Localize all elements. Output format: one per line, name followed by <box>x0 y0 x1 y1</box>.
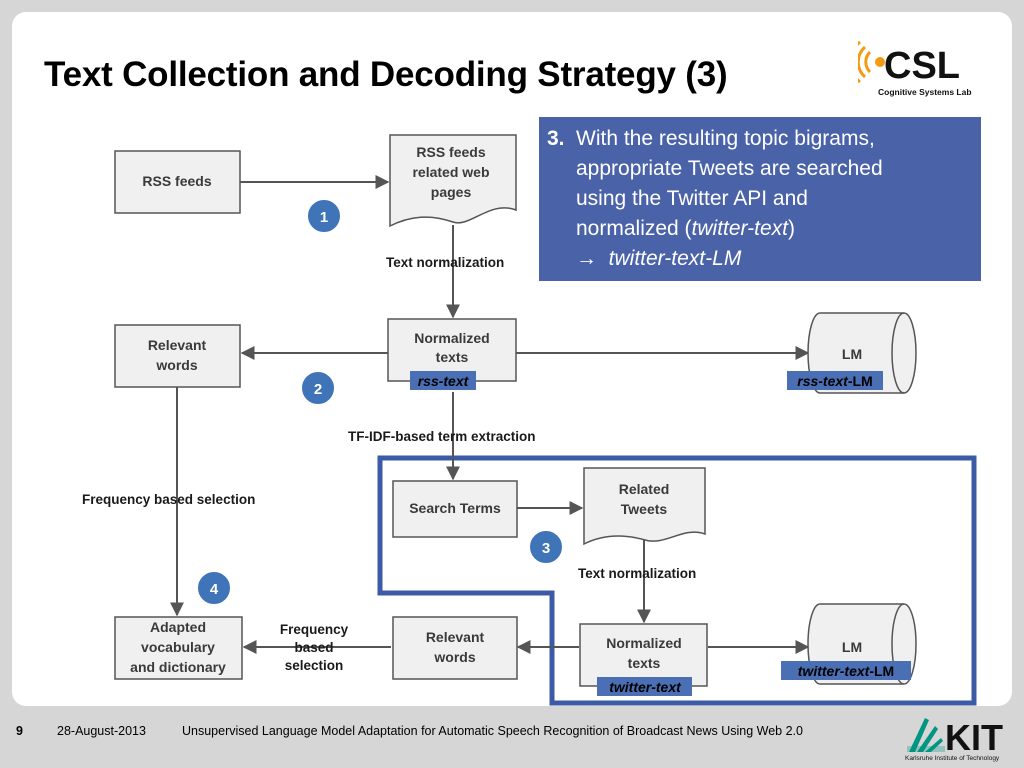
callout-number: 3. <box>547 127 565 150</box>
box-normalized-texts-2-line2: texts <box>628 655 661 671</box>
csl-logo-mark: CSL <box>849 40 960 87</box>
footer-title: Unsupervised Language Model Adaptation f… <box>182 724 803 738</box>
box-normalized-texts-2: Normalized texts <box>579 623 708 687</box>
box-normalized-texts-1-line2: texts <box>436 349 469 365</box>
box-normalized-texts-1-line1: Normalized <box>414 330 489 346</box>
right-arrow-icon: → <box>576 247 597 270</box>
box-search-terms: Search Terms <box>392 480 518 538</box>
box-relevant-words-2-line2: words <box>433 649 475 665</box>
label-tfidf-extraction: TF-IDF-based term extraction <box>348 429 536 444</box>
box-relevant-words-2-line1: Relevant <box>426 629 485 645</box>
kit-logo-mark: KIT <box>907 717 1003 758</box>
callout-line-4-prefix: normalized ( <box>576 217 692 240</box>
box-rss-pages-line3: pages <box>431 184 472 200</box>
box-search-terms-label: Search Terms <box>409 500 501 516</box>
step-marker-1: 1 <box>306 198 342 234</box>
callout-body: With the resulting topic bigrams, approp… <box>576 124 971 274</box>
callout-line-1: With the resulting topic bigrams, <box>576 127 875 150</box>
twitter-region-border <box>377 455 977 706</box>
tag-rss-text-lm-label: rss-text-LM <box>797 373 872 389</box>
callout-line-2: appropriate Tweets are searched <box>576 157 883 180</box>
step-marker-3: 3 <box>528 529 564 565</box>
box-adapted-vocabulary: Adapted vocabulary and dictionary <box>114 616 243 680</box>
tag-twitter-text-label: twitter-text <box>609 679 682 695</box>
csl-logo-text: CSL <box>884 45 960 87</box>
step-marker-4: 4 <box>196 570 232 606</box>
csl-logo: CSL Cognitive Systems Lab <box>849 38 998 102</box>
box-rss-feeds-label: RSS feeds <box>142 173 211 189</box>
tag-rss-text: rss-text <box>410 371 476 390</box>
callout-line-5-italic: twitter-text-LM <box>608 247 742 270</box>
kit-logo-text: KIT <box>945 717 1003 756</box>
callout-line-4: normalized (twitter-text) <box>576 214 971 244</box>
step-marker-4-label: 4 <box>210 581 219 598</box>
label-frequency-line3: selection <box>285 658 344 673</box>
footer-date: 28-August-2013 <box>57 724 146 738</box>
box-related-tweets-line1: Related <box>619 481 670 497</box>
box-adapted-vocabulary-line2: vocabulary <box>141 639 215 655</box>
step-marker-2-label: 2 <box>314 381 322 398</box>
box-normalized-texts-1: Normalized texts <box>387 318 517 382</box>
slide-title: Text Collection and Decoding Strategy (3… <box>44 55 728 94</box>
callout-line-5: → twitter-text-LM <box>576 244 971 274</box>
lm-cylinder-1-label: LM <box>842 346 862 362</box>
label-text-normalization-2: Text normalization <box>578 566 696 581</box>
label-frequency-line2: based <box>294 640 333 655</box>
lm-cylinder-2-label: LM <box>842 639 862 655</box>
tag-twitter-text: twitter-text <box>597 677 692 696</box>
step-marker-1-label: 1 <box>320 209 328 226</box>
callout-box: 3. With the resulting topic bigrams, app… <box>539 117 981 281</box>
tag-rss-text-lm: rss-text-LM <box>787 371 883 390</box>
step-marker-3-label: 3 <box>542 540 550 557</box>
callout-line-4-suffix: ) <box>788 217 796 240</box>
box-normalized-texts-2-line1: Normalized <box>606 635 681 651</box>
box-rss-pages: RSS feeds related web pages <box>389 134 517 228</box>
box-related-tweets-line2: Tweets <box>621 501 668 517</box>
box-rss-feeds: RSS feeds <box>114 150 241 214</box>
footer-page-number: 9 <box>16 724 23 738</box>
kit-logo: KIT Karlsruhe Institute of Technology <box>905 712 1015 764</box>
box-relevant-words-2: Relevant words <box>392 616 518 680</box>
box-relevant-words-1-line2: words <box>155 357 197 373</box>
box-relevant-words-1-line1: Relevant <box>148 337 207 353</box>
box-adapted-vocabulary-line3: and dictionary <box>130 659 226 675</box>
box-rss-pages-line2: related web <box>412 164 489 180</box>
label-frequency-line1: Frequency <box>280 622 349 637</box>
box-related-tweets: Related Tweets <box>583 467 706 546</box>
tag-rss-text-label: rss-text <box>418 373 470 389</box>
callout-line-3: using the Twitter API and <box>576 187 808 210</box>
step-marker-2: 2 <box>300 370 336 406</box>
tag-twitter-text-lm: twitter-text-LM <box>781 661 911 680</box>
label-text-normalization-1: Text normalization <box>386 255 504 270</box>
box-rss-pages-line1: RSS feeds <box>416 144 485 160</box>
callout-line-4-italic: twitter-text <box>691 217 789 240</box>
csl-logo-subtitle: Cognitive Systems Lab <box>878 87 972 97</box>
label-frequency-based-selection: Frequency based selection <box>82 492 255 507</box>
kit-logo-subtitle: Karlsruhe Institute of Technology <box>905 755 1000 762</box>
box-adapted-vocabulary-line1: Adapted <box>150 619 206 635</box>
box-relevant-words-1: Relevant words <box>114 324 241 388</box>
tag-twitter-text-lm-label: twitter-text-LM <box>798 663 894 679</box>
